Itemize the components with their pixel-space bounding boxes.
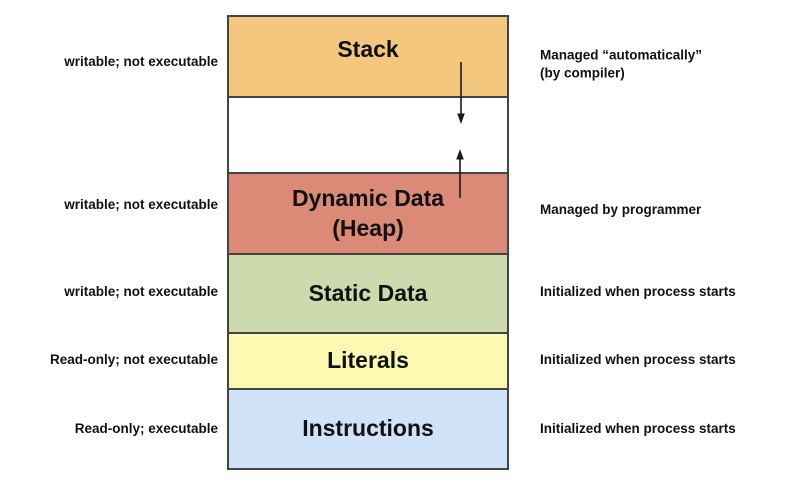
left-note-literals: Read-only; not executable <box>49 352 218 368</box>
segment-instructions: Instructions <box>229 390 507 468</box>
left-note-instructions: Read-only; executable <box>74 421 218 437</box>
right-note-literals: Initialized when process starts <box>540 352 736 368</box>
segment-heap-label: Dynamic Data (Heap) <box>292 184 444 243</box>
right-note-stack-line1: Managed “automatically” <box>540 47 703 63</box>
segment-static-data-label: Static Data <box>308 279 428 306</box>
right-note-heap: Managed by programmer <box>540 202 702 218</box>
segment-literals-label: Literals <box>327 347 409 374</box>
right-note-stack-line2: (by compiler) <box>540 65 625 80</box>
segment-static-data: Static Data <box>229 255 507 334</box>
left-note-heap: writable; not executable <box>64 197 218 213</box>
right-note-instructions: Initialized when process starts <box>540 421 736 437</box>
right-note-static-data: Initialized when process starts <box>540 284 736 300</box>
segment-heap-label-line2: (Heap) <box>332 214 404 241</box>
segment-heap-label-line1: Dynamic Data <box>291 185 445 212</box>
segment-heap: Dynamic Data (Heap) <box>229 174 507 255</box>
segment-literals: Literals <box>229 334 507 390</box>
left-note-stack: writable; not executable <box>64 54 218 70</box>
segment-stack: Stack <box>229 17 507 98</box>
segment-instructions-label: Instructions <box>302 415 434 442</box>
memory-column: Stack Dynamic Data (Heap) Static Data Li… <box>227 15 509 470</box>
segment-stack-label: Stack <box>337 35 399 62</box>
segment-unused-gap <box>229 98 507 174</box>
left-note-static-data: writable; not executable <box>64 284 218 300</box>
right-note-stack: Managed “automatically” (by compiler) <box>540 46 788 81</box>
